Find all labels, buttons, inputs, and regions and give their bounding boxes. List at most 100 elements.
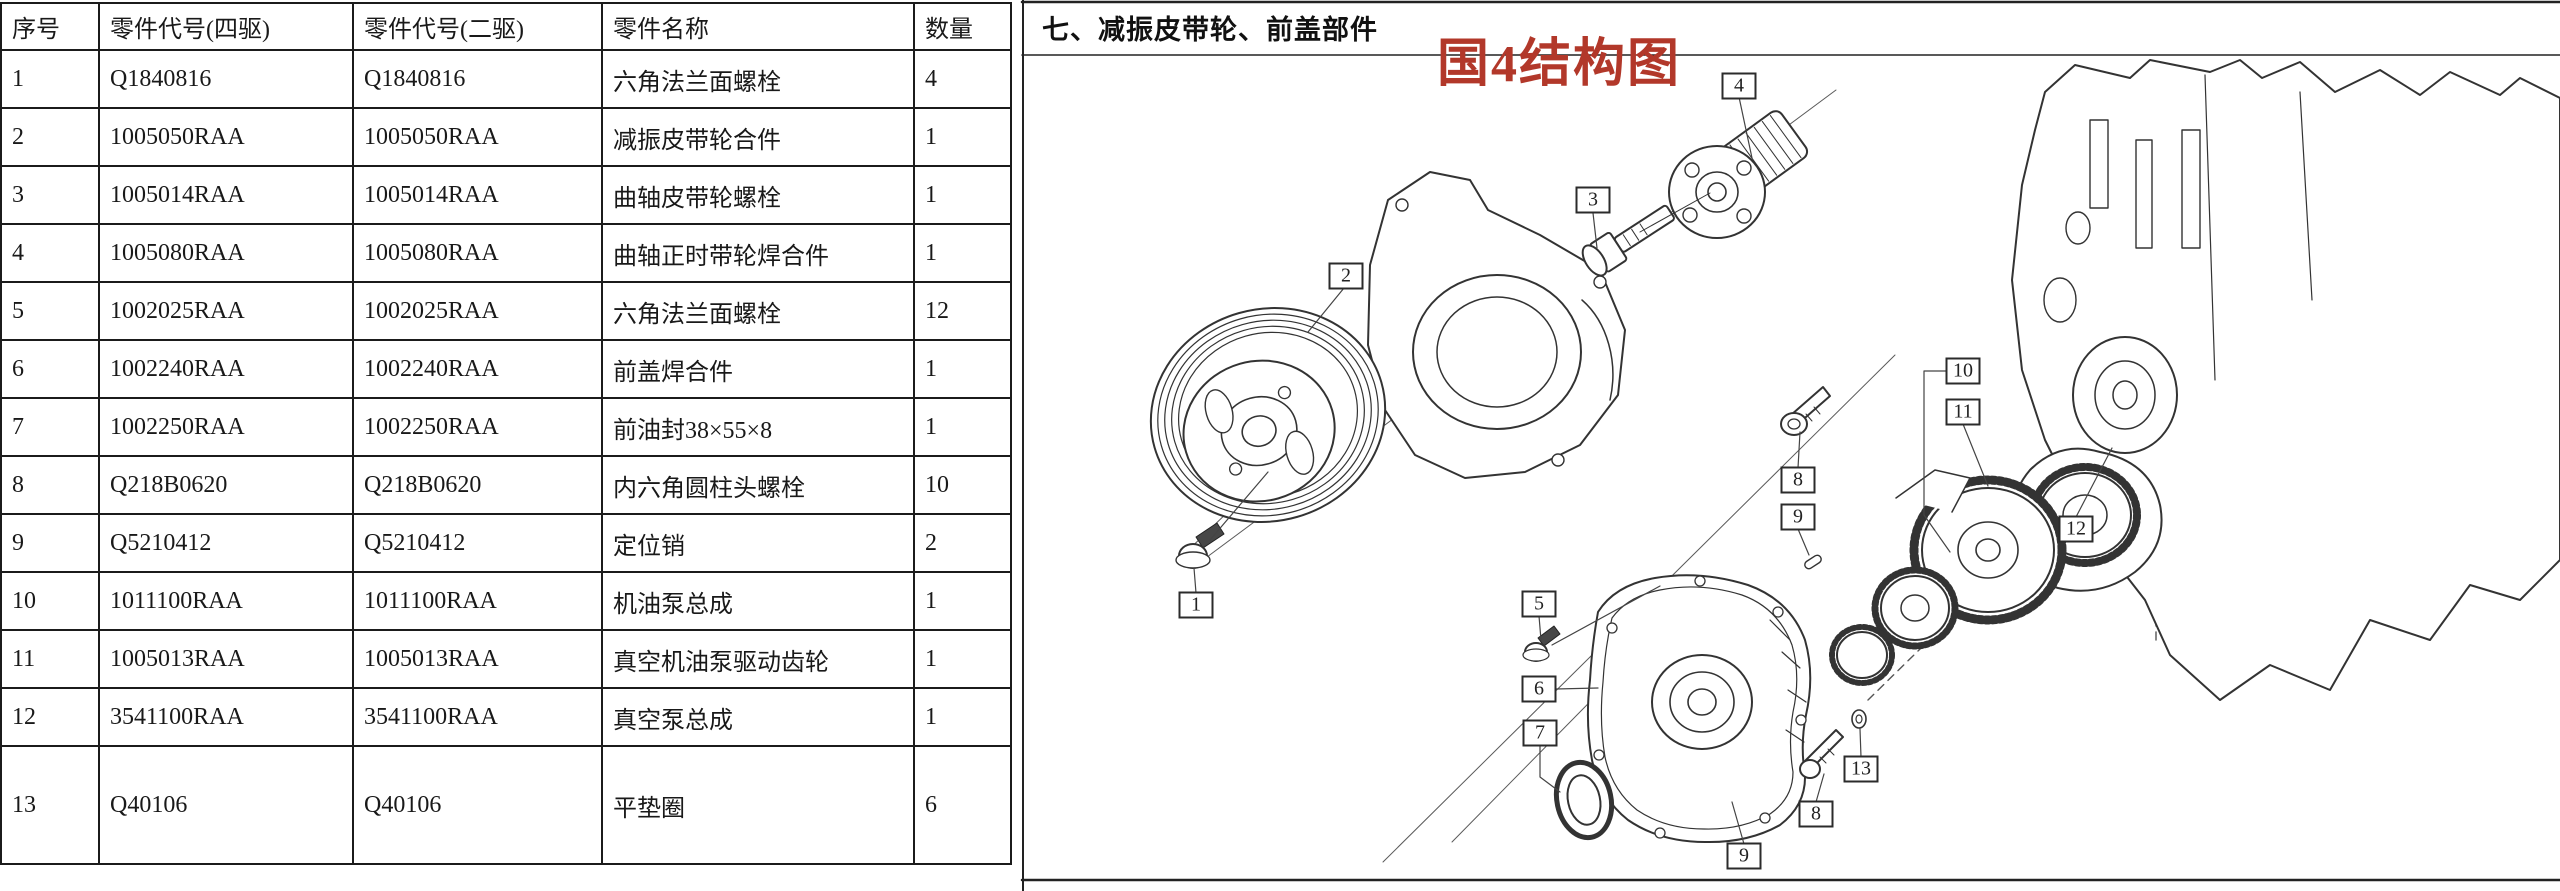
callout-box-9-8: 9	[1780, 503, 1816, 531]
leader-lines	[1193, 96, 2113, 845]
pulley-bolt-drawing	[1581, 204, 1675, 277]
part-code-4wd-cell: Q40106	[98, 745, 354, 865]
part-code-4wd-cell: 1005013RAA	[98, 629, 354, 689]
column-header: 数量	[913, 2, 1012, 51]
callout-box-2-1: 2	[1328, 262, 1364, 290]
callout-box-1-0: 1	[1178, 591, 1214, 619]
part-name-cell: 前油封38×55×8	[601, 397, 915, 457]
callout-box-10-9: 10	[1945, 357, 1981, 385]
callout-box-5-4: 5	[1521, 590, 1557, 618]
part-code-4wd-cell: Q218B0620	[98, 455, 354, 515]
part-code-2wd-cell: 1005080RAA	[352, 223, 603, 283]
part-name-cell: 曲轴正时带轮焊合件	[601, 223, 915, 283]
part-code-2wd-cell: 1011100RAA	[352, 571, 603, 631]
row-index-cell: 13	[0, 745, 100, 865]
timing-pulley-drawing	[1639, 110, 1809, 239]
engine-block-drawing	[2011, 59, 2560, 701]
quantity-cell: 2	[913, 513, 1012, 573]
flange-bolt-1-drawing	[1175, 522, 1225, 569]
bracket-plate-drawing	[1367, 171, 1626, 479]
part-code-4wd-cell: Q1840816	[98, 49, 354, 109]
oil-pump-drawing	[1829, 447, 2163, 686]
part-code-2wd-cell: 1002240RAA	[352, 339, 603, 399]
panel-divider	[1022, 0, 1024, 891]
row-index-cell: 4	[0, 223, 100, 283]
oil-seal-drawing	[1553, 759, 1615, 841]
flange-bolt-5-drawing	[1522, 625, 1561, 662]
row-index-cell: 10	[0, 571, 100, 631]
callout-box-3-2: 3	[1575, 186, 1611, 214]
quantity-cell: 10	[913, 455, 1012, 515]
callout-box-11-10: 11	[1945, 398, 1981, 426]
panel-frame	[1020, 0, 2560, 882]
part-name-cell: 真空机油泵驱动齿轮	[601, 629, 915, 689]
quantity-cell: 1	[913, 223, 1012, 283]
part-code-4wd-cell: 1011100RAA	[98, 571, 354, 631]
dowel-pin-9-drawing	[1804, 554, 1822, 570]
table-header-row: 序号零件代号(四驱)零件代号(二驱)零件名称数量	[0, 2, 1012, 51]
quantity-cell: 1	[913, 571, 1012, 631]
part-code-2wd-cell: 1005050RAA	[352, 107, 603, 167]
front-cover-drawing	[1586, 574, 1812, 844]
socket-screw-8b-drawing	[1799, 729, 1844, 779]
part-name-cell: 定位销	[601, 513, 915, 573]
row-index-cell: 6	[0, 339, 100, 399]
part-code-2wd-cell: 1002025RAA	[352, 281, 603, 341]
part-name-cell: 减振皮带轮合件	[601, 107, 915, 167]
part-code-2wd-cell: Q5210412	[352, 513, 603, 573]
callout-box-13-12: 13	[1843, 755, 1879, 783]
part-code-2wd-cell: 3541100RAA	[352, 687, 603, 747]
column-header: 零件代号(四驱)	[98, 2, 354, 51]
callout-box-8-7: 8	[1780, 466, 1816, 494]
quantity-cell: 1	[913, 687, 1012, 747]
part-name-cell: 真空泵总成	[601, 687, 915, 747]
part-code-2wd-cell: 1002250RAA	[352, 397, 603, 457]
socket-screw-8-drawing	[1780, 386, 1831, 436]
row-index-cell: 7	[0, 397, 100, 457]
part-code-4wd-cell: 1002240RAA	[98, 339, 354, 399]
part-name-cell: 内六角圆柱头螺栓	[601, 455, 915, 515]
part-code-2wd-cell: 1005013RAA	[352, 629, 603, 689]
part-code-4wd-cell: 1005014RAA	[98, 165, 354, 225]
row-index-cell: 3	[0, 165, 100, 225]
row-index-cell: 1	[0, 49, 100, 109]
part-code-4wd-cell: 3541100RAA	[98, 687, 354, 747]
part-code-4wd-cell: 1002250RAA	[98, 397, 354, 457]
column-header: 零件名称	[601, 2, 915, 51]
emission-standard-stamp: 国4结构图	[1437, 36, 1682, 93]
damper-pulley-drawing	[1149, 307, 1387, 523]
quantity-cell: 1	[913, 107, 1012, 167]
part-name-cell: 曲轴皮带轮螺栓	[601, 165, 915, 225]
row-index-cell: 11	[0, 629, 100, 689]
part-name-cell: 平垫圈	[601, 745, 915, 865]
part-code-2wd-cell: Q218B0620	[352, 455, 603, 515]
part-name-cell: 六角法兰面螺栓	[601, 281, 915, 341]
row-index-cell: 2	[0, 107, 100, 167]
column-header: 序号	[0, 2, 100, 51]
part-code-4wd-cell: 1005050RAA	[98, 107, 354, 167]
part-code-4wd-cell: 1005080RAA	[98, 223, 354, 283]
quantity-cell: 6	[913, 745, 1012, 865]
callout-box-12-11: 12	[2058, 515, 2094, 543]
row-index-cell: 9	[0, 513, 100, 573]
row-index-cell: 5	[0, 281, 100, 341]
part-code-4wd-cell: Q5210412	[98, 513, 354, 573]
callout-box-6-5: 6	[1521, 675, 1557, 703]
callout-box-8-13: 8	[1798, 800, 1834, 828]
part-name-cell: 六角法兰面螺栓	[601, 49, 915, 109]
part-name-cell: 前盖焊合件	[601, 339, 915, 399]
quantity-cell: 1	[913, 397, 1012, 457]
